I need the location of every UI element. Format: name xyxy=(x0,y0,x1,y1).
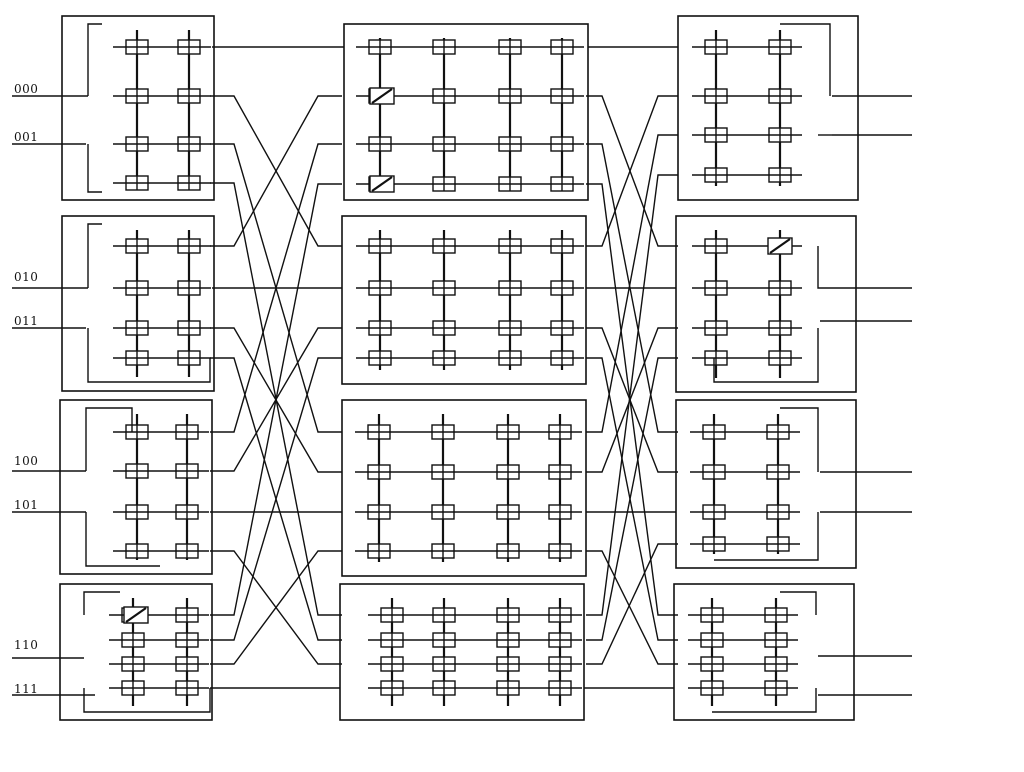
link-s1-s2-11 xyxy=(210,550,342,665)
link-s2-s3-1 xyxy=(586,143,678,433)
stage3-module-1 xyxy=(675,215,857,393)
link-s2-s3-5 xyxy=(586,357,678,641)
set-crosspoint-slash-2 xyxy=(769,238,791,254)
stage3-module-3-collector xyxy=(780,591,817,615)
stage3-module-3-collector-bottom xyxy=(712,688,817,713)
link-s2-s3-0 xyxy=(586,95,678,247)
input-label-001: 001 xyxy=(14,130,39,144)
stage1-module-2 xyxy=(59,399,213,575)
stage2-module-2 xyxy=(341,399,587,577)
link-s2-s3-10 xyxy=(586,357,678,641)
link-s2-s3-7 xyxy=(586,327,678,473)
link-s1-s2-10 xyxy=(210,357,342,641)
stage1-module-1-feeder xyxy=(87,223,102,288)
set-crosspoint-slash-3 xyxy=(125,607,147,623)
stage1-module-1-feeder-bottom xyxy=(87,328,211,383)
link-s1-s2-9 xyxy=(210,183,342,616)
stage3-module-1-collector xyxy=(817,246,834,289)
stage1-module-3 xyxy=(59,583,213,721)
stage3-module-2-collector xyxy=(780,407,819,472)
stage1-module-2-feeder xyxy=(85,407,133,471)
input-label-110: 110 xyxy=(14,638,39,652)
stage2-module-3 xyxy=(339,583,585,721)
stage3-module-3 xyxy=(673,583,855,721)
input-label-111: 111 xyxy=(14,682,39,696)
link-s2-s3-11 xyxy=(586,543,678,665)
stage1-module-0-feeder-bottom xyxy=(87,144,102,193)
input-label-000: 000 xyxy=(14,82,39,96)
set-crosspoint-slash-1 xyxy=(371,176,393,192)
link-s2-s3-6 xyxy=(586,134,678,433)
stage3-module-2-collector-bottom xyxy=(714,512,819,561)
stage3-module-2 xyxy=(675,399,857,569)
stage1-module-0 xyxy=(61,15,215,201)
link-s2-s3-3 xyxy=(586,95,678,247)
link-s2-s3-9 xyxy=(586,174,678,616)
set-crosspoint-slash-0 xyxy=(371,88,393,104)
input-label-010: 010 xyxy=(14,270,39,284)
link-s1-s2-6 xyxy=(210,143,342,433)
stage2-module-1 xyxy=(341,215,587,385)
stage1-module-1 xyxy=(61,215,215,392)
link-s2-s3-8 xyxy=(586,550,678,665)
link-s1-s2-3 xyxy=(210,95,342,247)
stage3-module-0 xyxy=(677,15,859,201)
link-s2-s3-4 xyxy=(586,327,678,473)
stage1-module-0-feeder xyxy=(87,23,102,96)
stage1-module-2-feeder-bottom xyxy=(85,512,160,567)
input-label-011: 011 xyxy=(14,314,39,328)
stage3-module-1-collector-bottom xyxy=(713,328,819,383)
stage1-module-3-feeder xyxy=(83,591,120,615)
input-label-100: 100 xyxy=(14,454,39,468)
input-label-101: 101 xyxy=(14,498,39,512)
stage2-module-0 xyxy=(343,23,589,201)
stage1-module-3-feeder-bottom xyxy=(83,688,211,713)
stage3-module-0-collector xyxy=(780,23,831,96)
